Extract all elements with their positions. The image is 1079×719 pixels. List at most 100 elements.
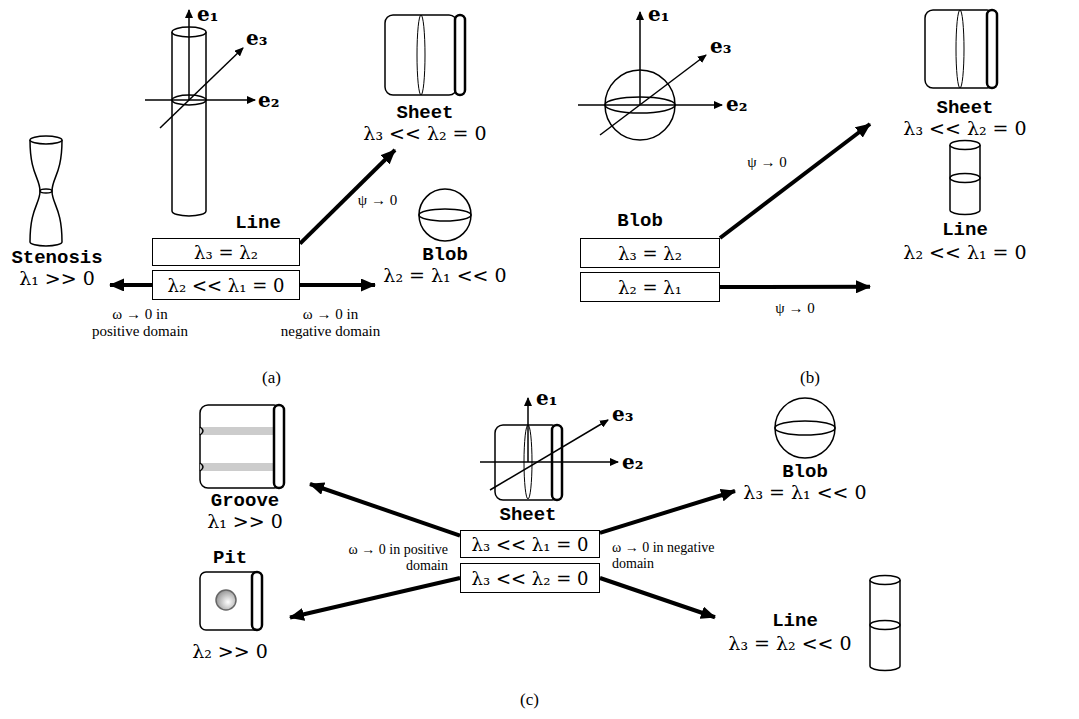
shape-name: Sheet [499,504,556,526]
blob-sphere [419,189,471,241]
sheet-plate [385,15,465,95]
sheet-plate [455,15,465,95]
condition-text: λ₃ << λ₁ = 0 [472,534,589,555]
panel-label: (c) [520,690,539,710]
eigenvalue-condition: λ₃ = λ₁ << 0 [743,481,866,503]
groove-plate [200,463,280,471]
transition-arrow [600,578,715,617]
eigenvalue-condition: λ₁ >> 0 [19,267,95,289]
axis-arrows [480,398,618,490]
transition-arrow [720,124,870,238]
shape-name: Sheet [936,97,993,119]
condition-text: λ₂ = λ₁ [618,277,682,298]
pit-plate [216,590,236,610]
sheet-plate [925,10,995,88]
groove-plate [200,427,203,471]
stenosis-tube [30,140,62,246]
edge-label: ω → 0 in negative domain [279,306,383,341]
edge-label: ψ → 0 [737,154,797,171]
line-cylinder [870,576,900,585]
shape-name: Line [942,219,988,241]
transition-arrow [290,578,460,618]
edge-label: ψ → 0 [765,300,825,317]
groove-plate [274,405,284,488]
blob-sphere [419,209,471,221]
shape-node: Sheetλ₃ << λ₂ = 0 [350,10,500,150]
groove-plate [200,405,282,488]
axis-arrows [578,104,722,106]
shape-node: Sheetλ₃ << λ₂ = 0 [870,5,1060,145]
eigenvalue-condition: λ₂ = λ₁ << 0 [383,264,506,286]
sheet-plate [385,15,457,95]
transition-arrow [600,491,735,533]
shape-name: Blob [617,210,663,232]
shape-node: Stenosisλ₁ >> 0 [5,135,110,300]
sheet-plate [925,10,997,88]
shape-name: Line [235,212,281,234]
line-cylinder [870,621,900,630]
line-cylinder [950,141,980,215]
axis-arrows [145,10,255,128]
limit-label: ω → 0 in negative domain [612,540,716,572]
line-cylinder [870,580,900,671]
transition-arrow [300,283,375,287]
line-cylinder [950,141,980,150]
axis-label: e₃ [612,402,633,426]
axis-label: e₁ [536,386,557,410]
line-cylinder [950,145,980,215]
axis-label: e₃ [710,34,731,58]
condition-text: λ₂ << λ₁ = 0 [168,275,285,296]
shape-node: Blob [590,60,690,236]
axis-label: e₂ [726,92,747,116]
panel-label: (b) [800,368,820,388]
condition-text: λ₃ << λ₂ = 0 [472,568,589,589]
shape-node: Blobλ₃ = λ₁ << 0 [735,395,875,515]
axis-arrows [160,48,243,128]
axis-arrows [480,461,618,463]
stenosis-tube [30,136,62,144]
eigenvalue-condition: λ₂ >> 0 [192,640,268,662]
sheet-plate [987,10,997,88]
shape-name: Sheet [396,102,453,124]
axis-label: e₁ [197,2,218,26]
edge-label: ψ → 0 [348,192,408,209]
shape-name: Groove [211,490,279,512]
condition-box: λ₃ << λ₂ = 0 [460,563,600,593]
edge-label: ω → 0 in positive domain [88,306,192,341]
transition-arrow [110,283,152,287]
groove-plate [200,405,284,488]
shape-node: Lineλ₂ << λ₁ = 0 [870,135,1060,300]
axis-arrows [145,99,255,101]
condition-box: λ₂ << λ₁ = 0 [152,270,300,300]
shape-node: Lineλ₃ = λ₂ << 0 [715,570,905,675]
axis-label: e₂ [622,450,643,474]
blob-sphere [419,189,471,241]
axis-label: e₃ [246,26,267,50]
condition-box: λ₂ = λ₁ [580,272,720,302]
axis-label: e₁ [648,2,669,26]
sheet-plate [417,15,425,95]
condition-box: λ₃ = λ₂ [152,238,300,266]
transition-arrow [310,484,460,536]
axis-arrows [639,12,641,105]
blob-sphere [775,398,835,458]
blob-sphere [775,398,835,458]
shape-name: Line [772,610,818,632]
stenosis-tube [30,136,62,246]
panel-label: (a) [262,368,281,388]
condition-box: λ₃ << λ₁ = 0 [460,530,600,558]
groove-plate [200,427,280,435]
axis-arrows [188,10,190,100]
condition-box: λ₃ = λ₂ [580,238,720,268]
line-cylinder [950,174,980,183]
shape-node: Line [150,15,300,236]
shape-name: Blob [782,461,828,483]
axis-arrows [490,420,608,490]
axis-arrows [578,12,722,135]
pit-plate [252,572,262,630]
shape-name: Blob [422,244,468,266]
eigenvalue-condition: λ₁ >> 0 [207,510,283,532]
transition-arrow [720,285,870,289]
